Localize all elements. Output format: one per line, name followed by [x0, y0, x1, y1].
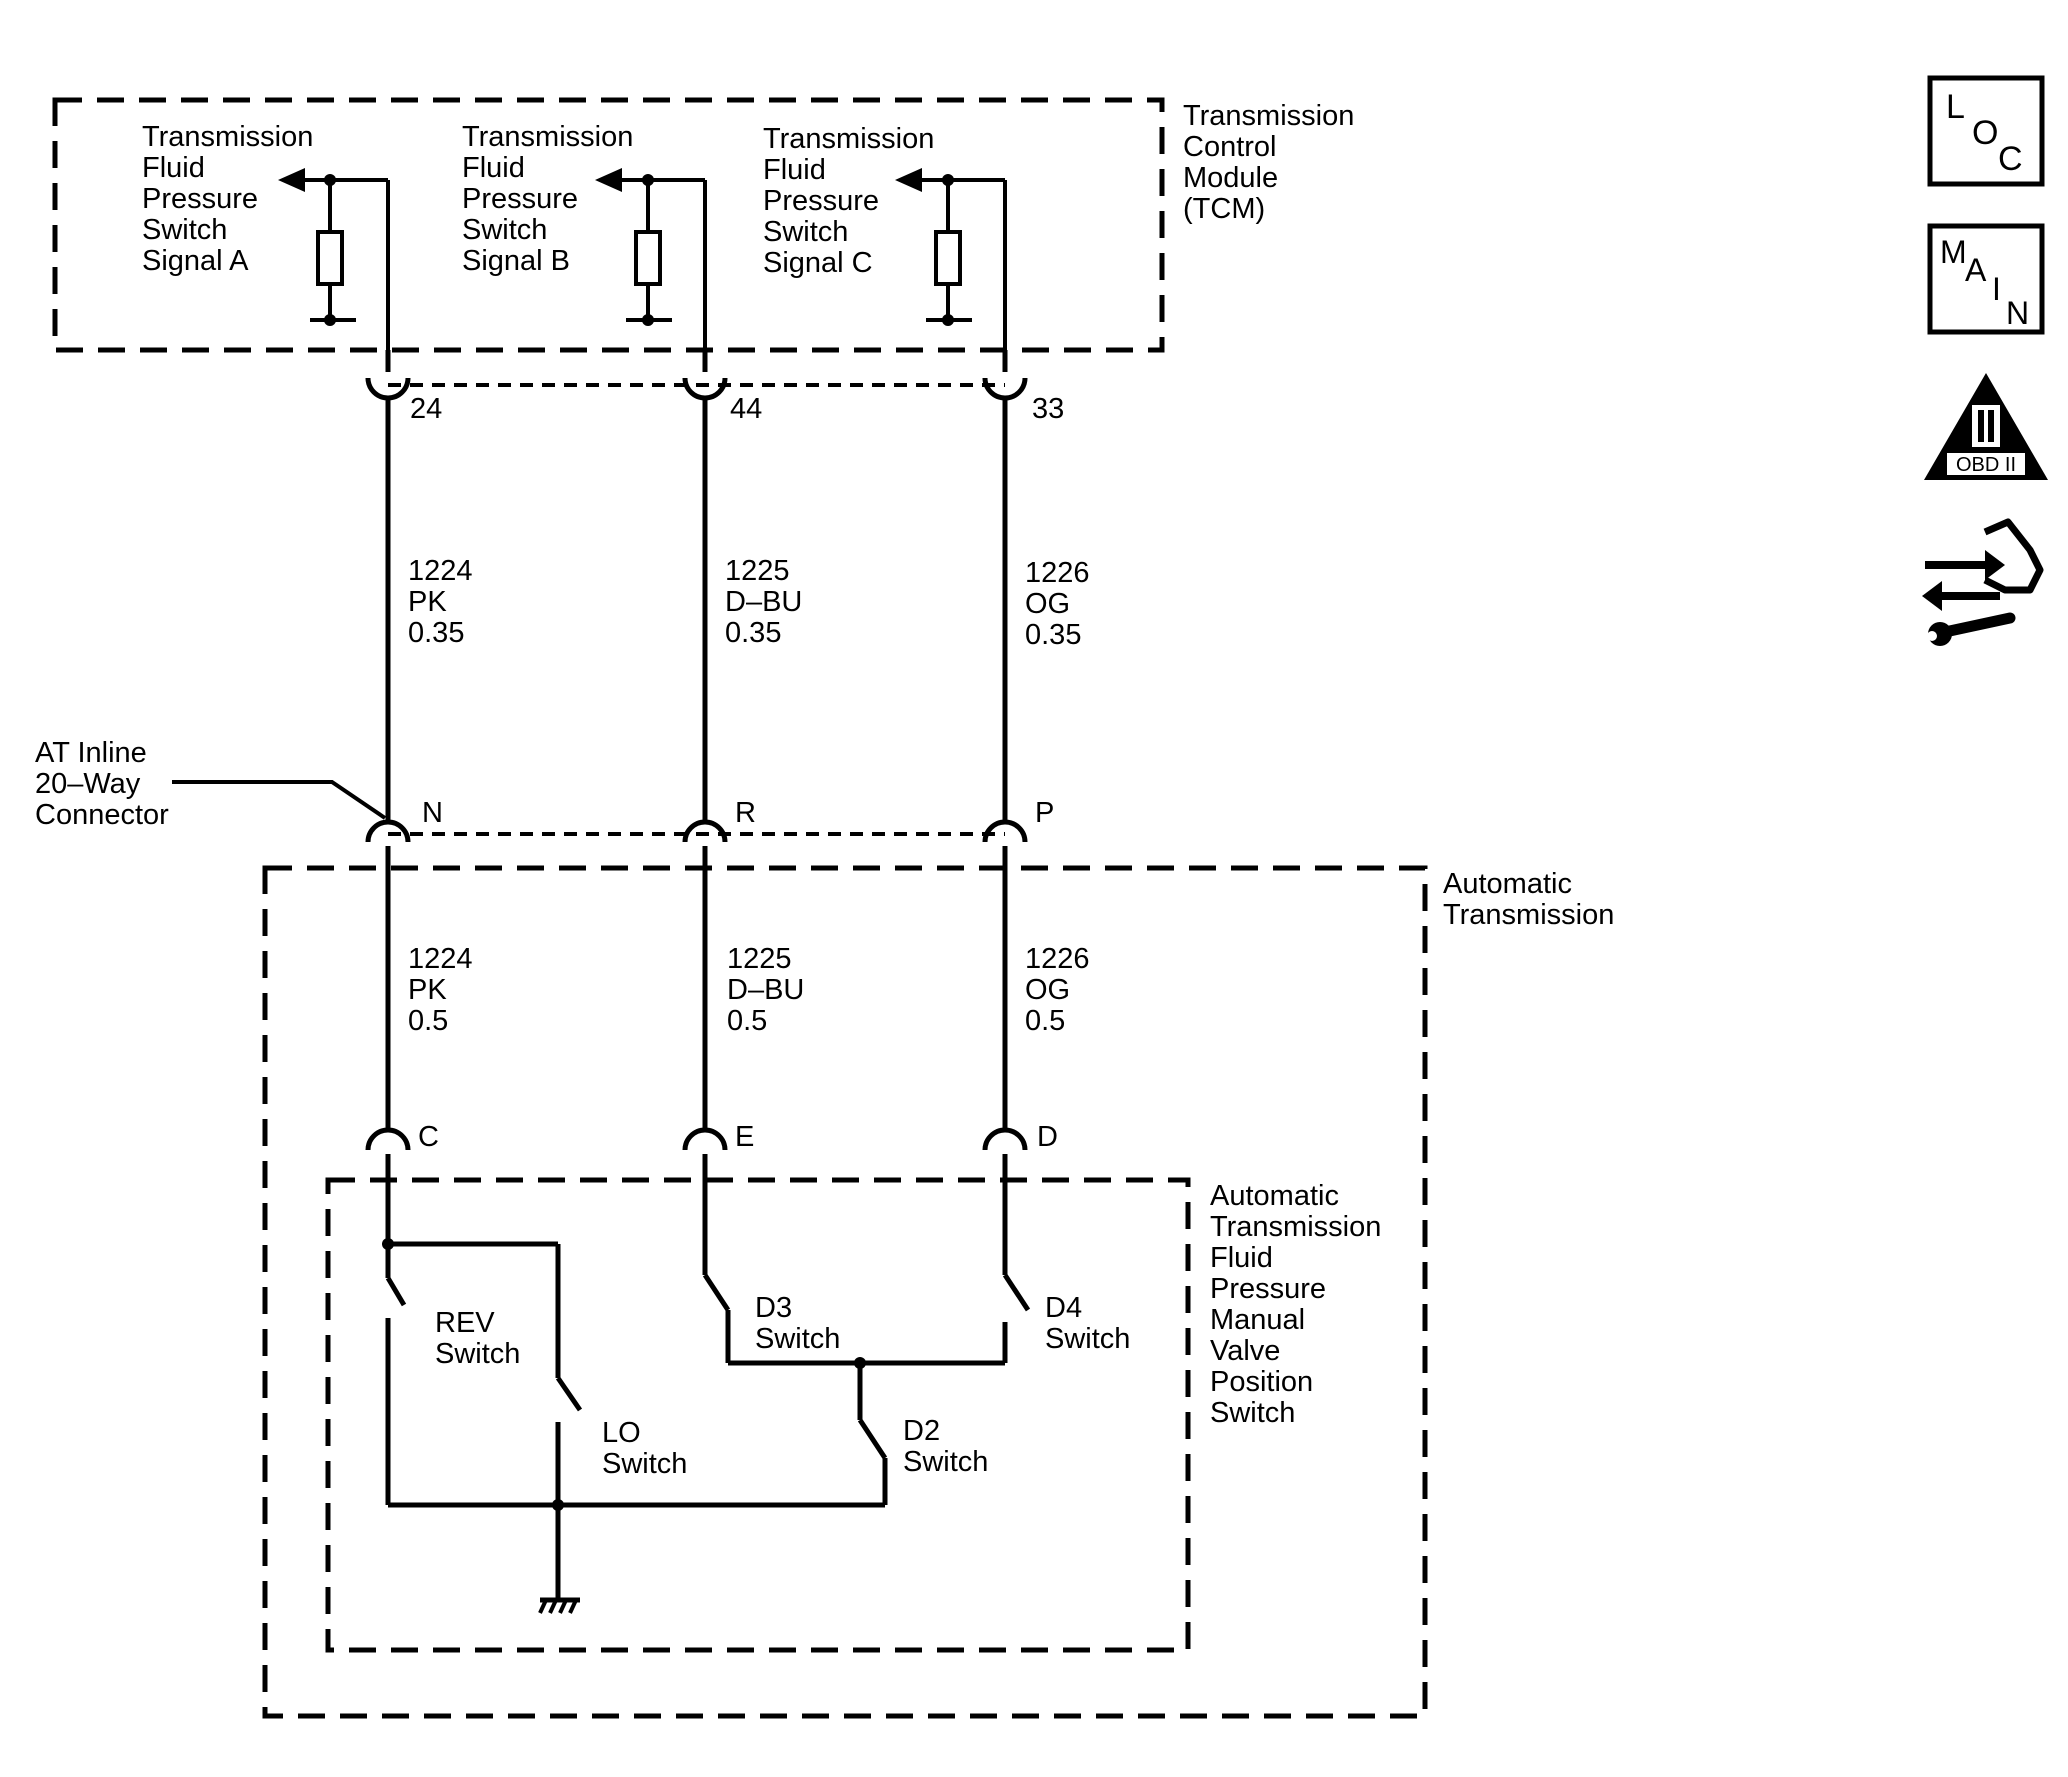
manual-valve-switch-box — [325, 1177, 1191, 1653]
tcm-pin-33: 33 — [1032, 393, 1064, 425]
loc-letter-o: O — [1972, 114, 1998, 152]
tcm-title: Transmission Control Module (TCM) — [1183, 100, 1362, 225]
signal-b-arrow — [595, 168, 622, 192]
switch-pin-d: D — [1037, 1121, 1058, 1153]
signal-b-resistor — [634, 230, 662, 286]
signal-a-circuit: Transmission Fluid Pressure Switch Signa… — [142, 121, 390, 350]
inline-connector-label: AT Inline 20–Way Connector — [35, 737, 169, 831]
d3-switch-blade — [702, 1273, 731, 1312]
tcm-pin-24: 24 — [410, 393, 442, 425]
switch-connector: C E D — [365, 1121, 1058, 1180]
signal-b-label: Transmission Fluid Pressure Switch Signa… — [462, 121, 641, 277]
signal-c-circuit: Transmission Fluid Pressure Switch Signa… — [763, 123, 1007, 350]
tcm-module: Transmission Control Module (TCM) — [52, 97, 1362, 353]
d4-switch-blade — [1002, 1273, 1031, 1312]
tcm-pin-44: 44 — [730, 393, 762, 425]
tcm-connector: 24 44 33 — [365, 350, 1064, 425]
tcm-box — [52, 97, 1165, 353]
lo-switch-label: LO Switch — [602, 1417, 687, 1480]
wire-1224-upper-label: 1224 PK 0.35 — [408, 555, 481, 649]
d4-switch-label: D4 Switch — [1045, 1292, 1130, 1355]
signal-c-arrow — [895, 168, 922, 192]
wire-1225-lower-label: 1225 D–BU 0.5 — [727, 943, 812, 1037]
lo-switch-blade — [555, 1376, 583, 1412]
inline-connector-leader — [172, 780, 387, 820]
wire-1224-lower-label: 1224 PK 0.5 — [408, 943, 481, 1037]
d2-switch-blade — [857, 1418, 888, 1460]
automatic-transmission-box — [262, 865, 1428, 1719]
obd-ii-icon[interactable]: OBD II — [1924, 373, 2048, 480]
switch-pin-c: C — [418, 1121, 439, 1153]
main-letter-n: N — [2006, 295, 2029, 331]
main-letter-i: I — [1992, 271, 2001, 307]
rev-switch-blade — [385, 1276, 407, 1307]
switch-network: REV Switch LO Switch D3 Switch D4 Switch — [382, 1180, 1130, 1614]
rev-switch-label: REV Switch — [435, 1307, 520, 1370]
automatic-transmission-title: Automatic Transmission — [1443, 868, 1614, 931]
d3-switch-label: D3 Switch — [755, 1292, 840, 1355]
wire-1225-upper-label: 1225 D–BU 0.35 — [725, 555, 810, 649]
signal-b-circuit: Transmission Fluid Pressure Switch Signa… — [462, 121, 707, 350]
signal-c-resistor — [934, 230, 962, 286]
manual-valve-position-switch: Automatic Transmission Fluid Pressure Ma… — [325, 1177, 1389, 1653]
ground-icon — [538, 1597, 580, 1614]
hand-wrench-arrows-icon[interactable] — [1922, 518, 2044, 646]
main-letter-a: A — [1965, 252, 1987, 288]
d2-switch-label: D2 Switch — [903, 1415, 988, 1478]
signal-a-arrow — [278, 168, 305, 192]
signal-c-label: Transmission Fluid Pressure Switch Signa… — [763, 123, 942, 279]
manual-valve-switch-title: Automatic Transmission Fluid Pressure Ma… — [1210, 1180, 1389, 1429]
automatic-transmission: Automatic Transmission — [262, 865, 1614, 1719]
main-letter-m: M — [1940, 234, 1967, 270]
switch-pin-e: E — [735, 1121, 754, 1153]
signal-a-resistor — [316, 230, 344, 286]
wire-1226-upper-label: 1226 OG 0.35 — [1025, 557, 1098, 651]
signal-a-label: Transmission Fluid Pressure Switch Signa… — [142, 121, 321, 277]
inline-pin-p: P — [1035, 797, 1054, 829]
upper-wires: 1224 PK 0.35 1225 D–BU 0.35 1226 OG 0.35 — [385, 398, 1098, 820]
loc-letter-l: L — [1946, 88, 1965, 126]
wire-1226-lower-label: 1226 OG 0.5 — [1025, 943, 1098, 1037]
inline-pin-n: N — [422, 797, 443, 829]
loc-icon[interactable]: L O C — [1927, 75, 2045, 187]
inline-connector: AT Inline 20–Way Connector N R P — [35, 737, 1054, 868]
inline-pin-r: R — [735, 797, 756, 829]
obd-ii-text: OBD II — [1956, 454, 2016, 476]
loc-letter-c: C — [1998, 140, 2023, 178]
lower-wires: 1224 PK 0.5 1225 D–BU 0.5 1226 OG 0.5 — [385, 868, 1098, 1128]
main-icon[interactable]: M A I N — [1927, 223, 2045, 335]
